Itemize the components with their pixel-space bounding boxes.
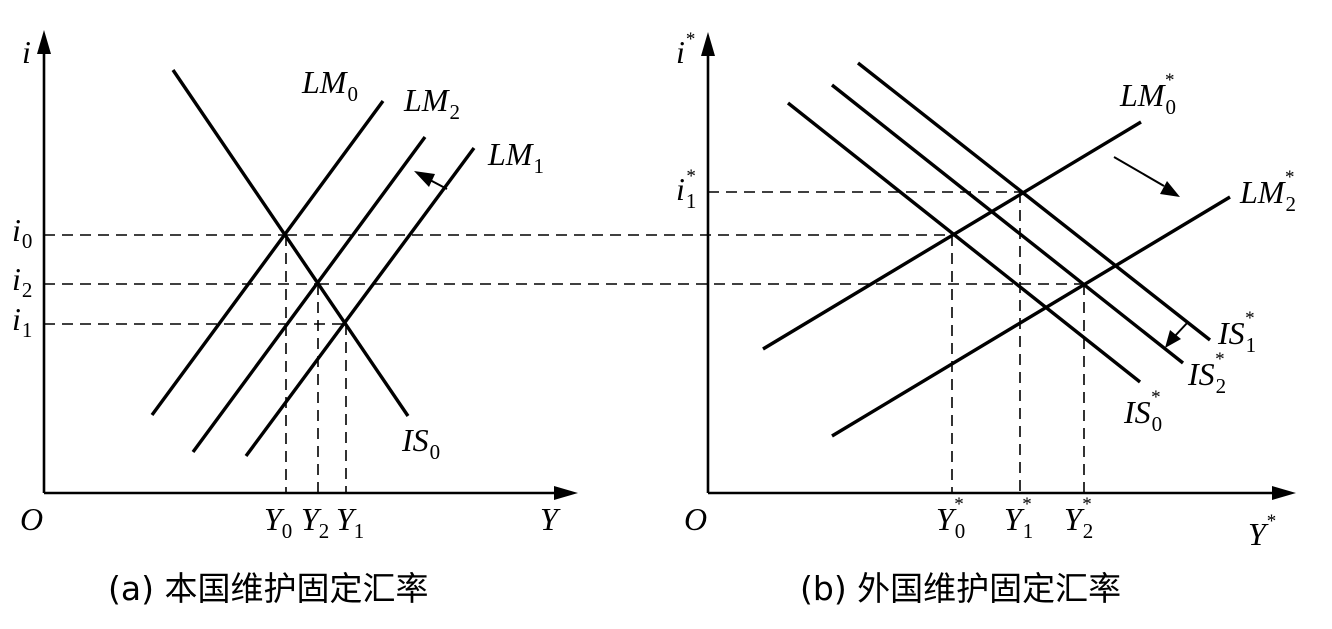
panel-b-is-shift-arrowhead [1165, 330, 1181, 348]
panel-b: LM0* LM2* IS1* IS2* IS0* i* Y* O i1* Y0*… [676, 29, 1296, 608]
panel-a-y0-tick: Y0 [264, 501, 292, 543]
panel-a-x-axis-arrow [554, 486, 578, 500]
panel-a-lm0-label: LM0 [301, 64, 358, 106]
panel-a-y-axis-label: i [22, 34, 31, 70]
panel-a-lm2-label: LM2 [403, 82, 460, 124]
panel-b-i1-tick: i1* [676, 166, 696, 213]
panel-a-shift-arrow [429, 179, 448, 190]
panel-a-x-axis-label: Y [540, 501, 561, 537]
panel-a: LM0 LM2 LM1 IS0 i Y O i0 i2 i1 Y0 Y2 Y1 … [12, 30, 578, 608]
panel-a-lm2-curve [191, 135, 427, 454]
panel-a-i1-tick: i1 [12, 301, 32, 342]
panel-a-y1-tick: Y1 [336, 501, 364, 543]
panel-a-y2-tick: Y2 [301, 501, 329, 543]
panel-b-y0-tick: Y0* [936, 494, 965, 543]
panel-a-is0-curve [171, 69, 410, 417]
panel-a-i0-tick: i0 [12, 212, 32, 253]
panel-a-lm1-curve [244, 146, 476, 458]
panel-a-shift-arrowhead [414, 171, 435, 187]
panel-b-lm-shift-arrow [1113, 156, 1165, 187]
panel-b-lm0-curve [762, 120, 1142, 351]
panel-b-lm-shift-arrowhead [1160, 181, 1180, 197]
panel-b-x-axis-arrow [1272, 486, 1296, 500]
panel-b-is1-curve [856, 61, 1212, 342]
panel-b-is2-label: IS2* [1187, 349, 1226, 398]
panel-b-origin-label: O [684, 501, 707, 537]
panel-b-lm2-curve [831, 195, 1231, 438]
panel-b-is2-curve [830, 83, 1185, 365]
panel-a-lm1-label: LM1 [487, 136, 544, 178]
panel-a-lm0-curve [150, 99, 385, 417]
panel-b-is1-label: IS1* [1217, 308, 1256, 357]
panel-b-y-axis-label: i* [676, 29, 695, 70]
panel-a-caption: (a) 本国维护固定汇率 [108, 569, 428, 608]
panel-b-x-axis-label: Y* [1248, 511, 1276, 552]
panel-b-lm2-label: LM2* [1239, 167, 1296, 216]
panel-b-y2-tick: Y2* [1064, 494, 1093, 543]
panel-b-y-axis-arrow [701, 32, 715, 56]
panel-b-is-shift-arrow [1173, 321, 1189, 338]
panel-b-is0-label: IS0* [1123, 387, 1162, 436]
panel-b-lm0-label: LM0* [1119, 70, 1176, 119]
panel-a-i2-tick: i2 [12, 261, 32, 302]
panel-a-origin-label: O [20, 501, 43, 537]
panel-b-is0-curve [786, 101, 1142, 384]
panel-a-y-axis-arrow [37, 30, 51, 54]
panel-b-caption: (b) 外国维护固定汇率 [800, 569, 1121, 608]
panel-b-y1-tick: Y1* [1004, 494, 1033, 543]
panel-a-is0-label: IS0 [401, 422, 440, 464]
